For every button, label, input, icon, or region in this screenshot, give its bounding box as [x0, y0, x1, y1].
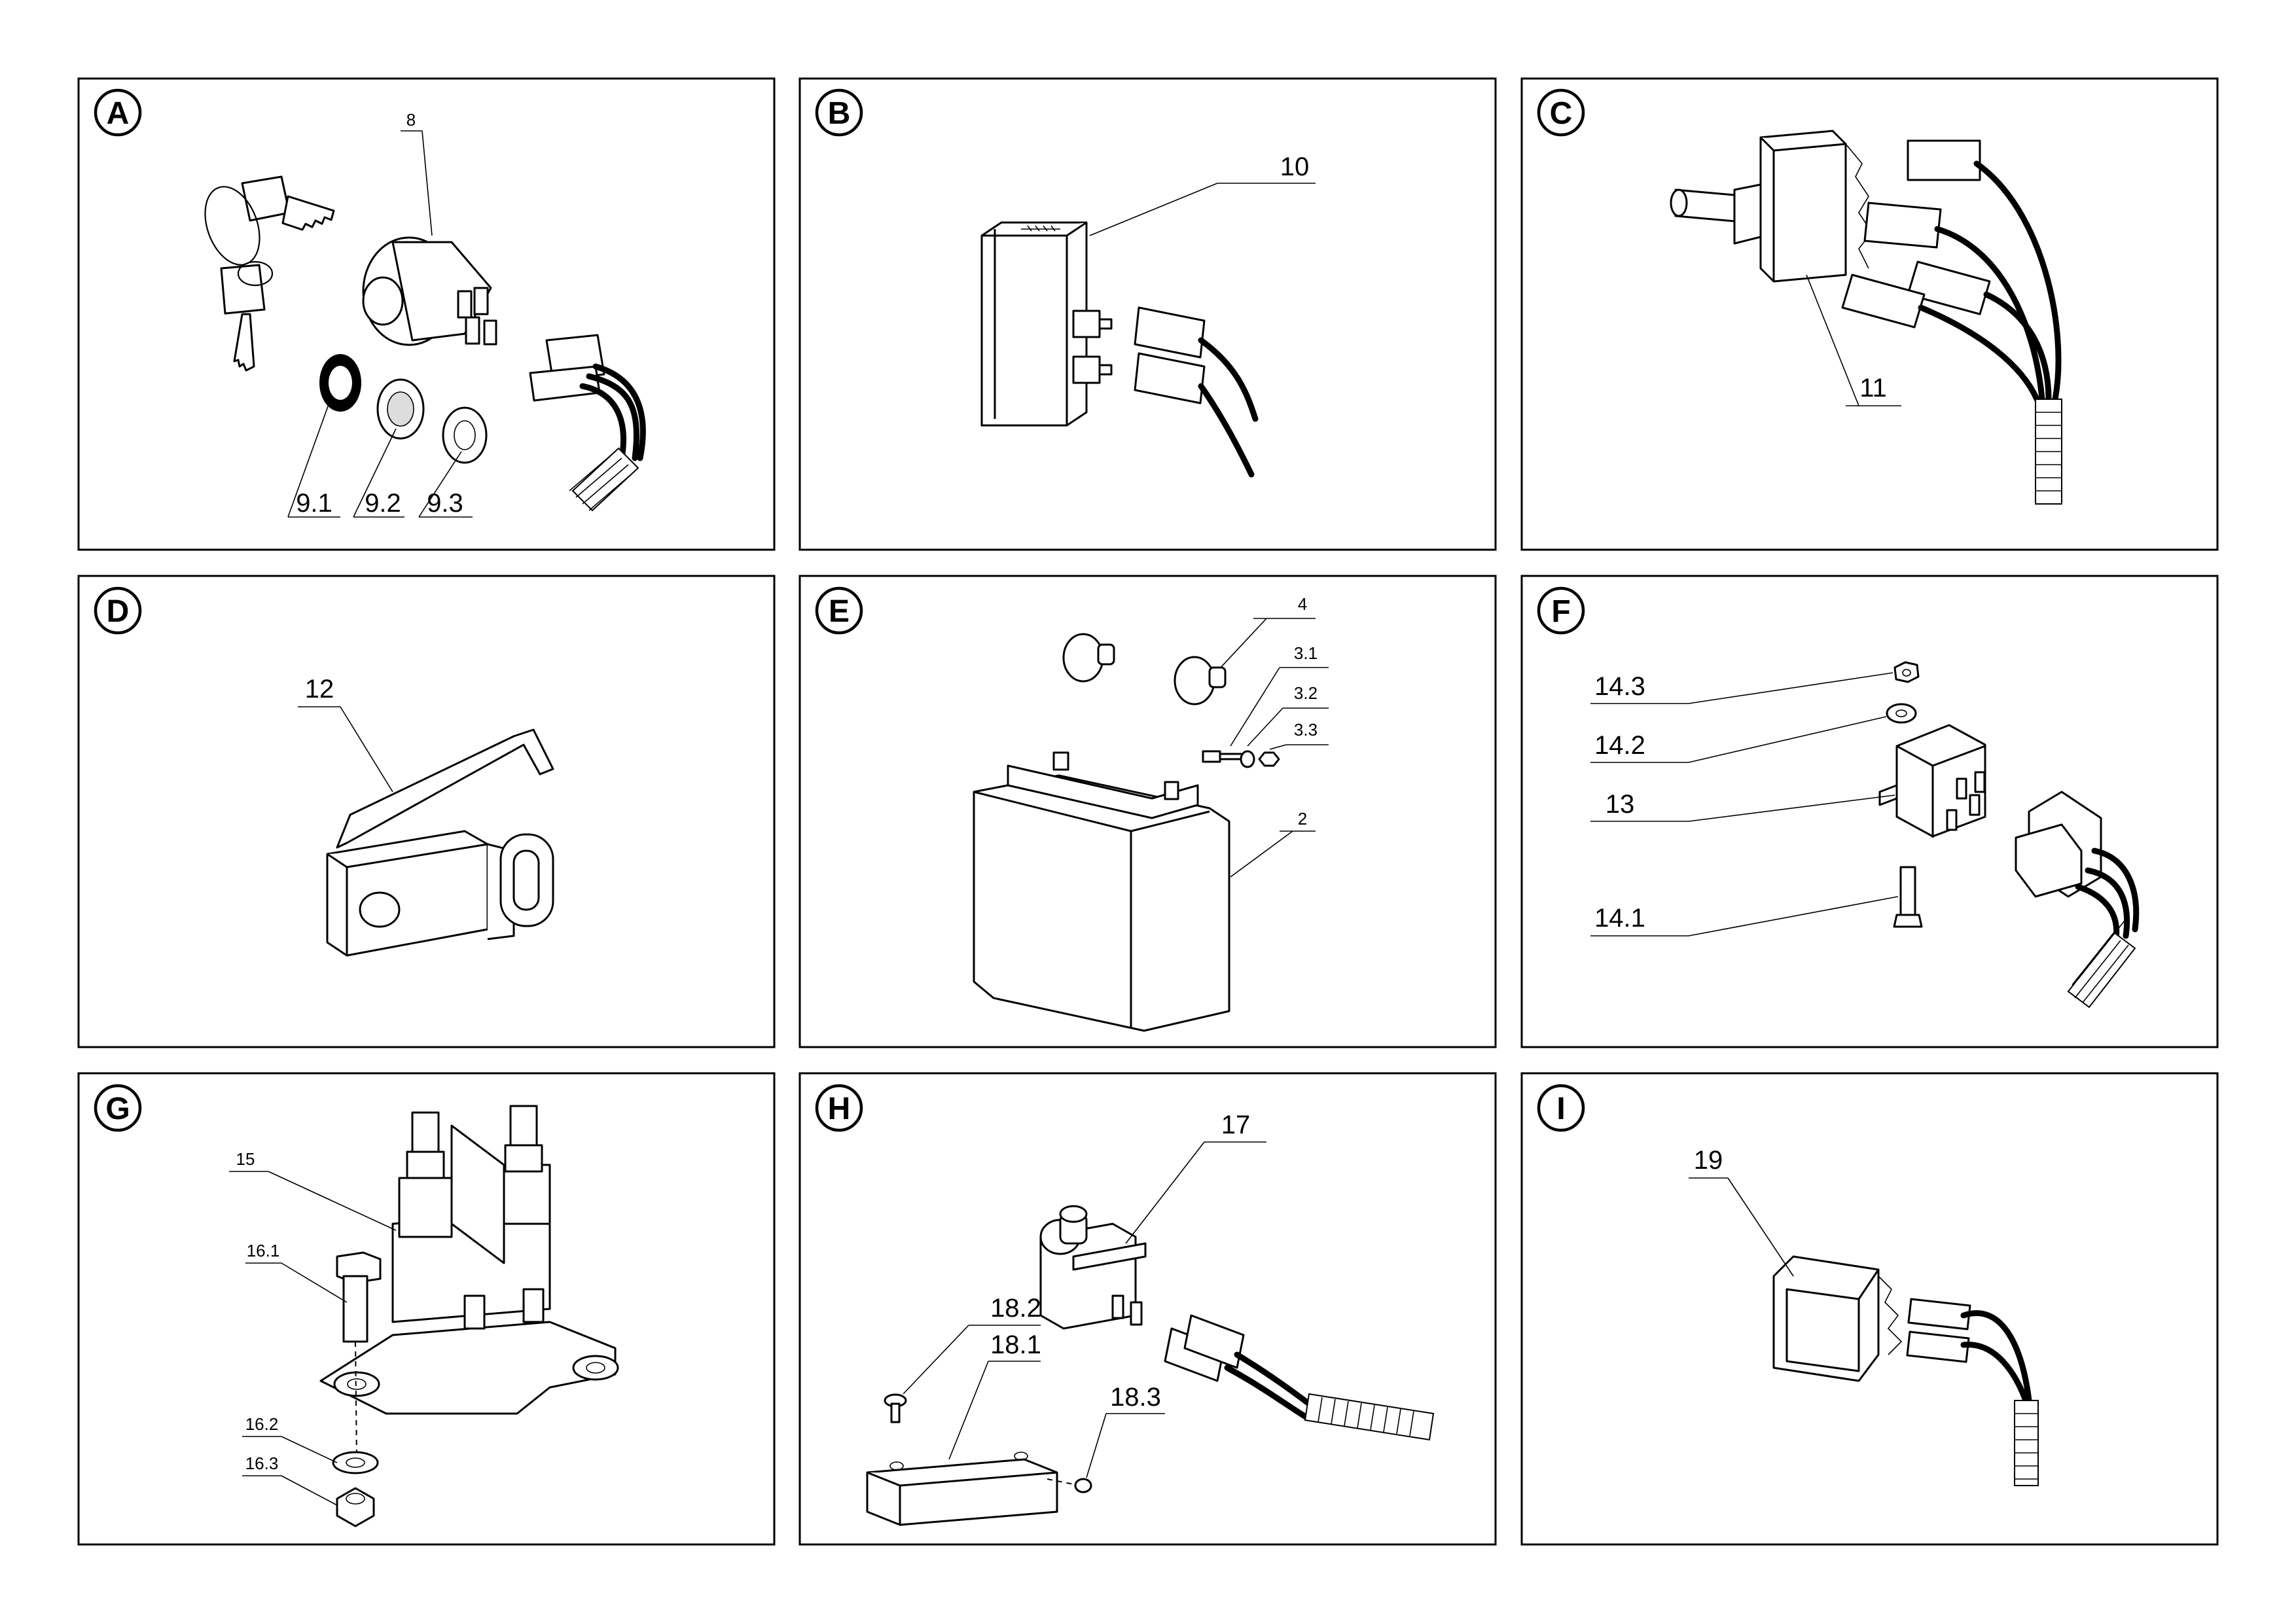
label-4: 4 — [1298, 594, 1307, 614]
panel-d: D 12 — [77, 575, 776, 1048]
seat-switch-17 — [1039, 1205, 1147, 1330]
label-18-1: 18.1 — [990, 1330, 1041, 1359]
label-18-3: 18.3 — [1110, 1383, 1161, 1412]
connector-i — [1960, 1310, 2039, 1486]
label-3-3: 3.3 — [1294, 720, 1318, 740]
label-9-2: 9.2 — [365, 489, 401, 518]
connector-a — [529, 334, 646, 512]
panel-b: B 10 — [798, 77, 1497, 551]
panel-b-badge: B — [828, 96, 851, 131]
label-12: 12 — [305, 675, 334, 704]
keys-illustration — [204, 175, 335, 372]
label-9-3: 9.3 — [427, 489, 463, 518]
panel-a-badge: A — [107, 96, 130, 131]
connector-f — [2015, 791, 2140, 1008]
label-14-3: 14.3 — [1594, 672, 1645, 701]
terminal-caps-4 — [1062, 633, 1227, 705]
battery-2 — [973, 751, 1230, 1032]
label-16-2: 16.2 — [245, 1414, 279, 1434]
label-3-2: 3.2 — [1294, 683, 1318, 703]
panel-c-badge: C — [1550, 96, 1573, 131]
label-10: 10 — [1280, 152, 1310, 181]
relay-hardware — [1886, 661, 1923, 928]
label-16-3: 16.3 — [245, 1454, 279, 1473]
solenoid-hardware — [332, 1251, 382, 1527]
panel-e: E 2 4 3.1 3.2 — [798, 575, 1497, 1048]
washers — [319, 354, 488, 464]
panel-c: C 11 — [1520, 77, 2219, 551]
battery-hardware — [1202, 750, 1280, 768]
label-9-1: 9.1 — [296, 489, 332, 518]
panel-f: F 14.3 14.2 14.1 13 — [1520, 575, 2219, 1048]
connector-h — [1164, 1314, 1435, 1441]
panel-i: I 19 — [1520, 1072, 2219, 1546]
panel-d-badge: D — [107, 594, 130, 629]
panel-g-badge: G — [105, 1092, 130, 1126]
screw-18-2 — [884, 1393, 907, 1423]
label-18-2: 18.2 — [990, 1294, 1041, 1323]
label-8: 8 — [406, 110, 416, 130]
label-3-1: 3.1 — [1294, 643, 1318, 663]
panel-i-badge: I — [1556, 1092, 1565, 1126]
microswitch-12 — [326, 728, 554, 957]
label-15: 15 — [236, 1149, 255, 1169]
relay-13 — [1878, 724, 1986, 838]
label-11: 11 — [1859, 374, 1887, 402]
bracket-18-1 — [866, 1452, 1092, 1526]
connector-b — [1134, 306, 1259, 478]
panel-a: A 8 — [77, 77, 776, 551]
label-13: 13 — [1605, 790, 1635, 819]
label-14-2: 14.2 — [1594, 731, 1645, 760]
rocker-switch-19 — [1772, 1255, 1971, 1382]
panel-h: H 17 — [798, 1072, 1497, 1546]
panel-e-badge: E — [829, 594, 850, 629]
panel-h-badge: H — [828, 1092, 851, 1126]
label-14-1: 14.1 — [1594, 904, 1645, 933]
toggle-switch-11 — [1670, 130, 1873, 283]
panel-f-badge: F — [1551, 594, 1570, 629]
connectors-c — [1841, 139, 2062, 505]
panel-g: G 15 — [77, 1072, 776, 1546]
label-19: 19 — [1694, 1146, 1723, 1175]
label-16-1: 16.1 — [247, 1241, 280, 1260]
solenoid-15 — [319, 1105, 619, 1415]
switch-10 — [980, 221, 1113, 427]
label-2: 2 — [1298, 809, 1307, 829]
ignition-switch-8 — [362, 236, 497, 346]
label-17: 17 — [1221, 1111, 1251, 1139]
